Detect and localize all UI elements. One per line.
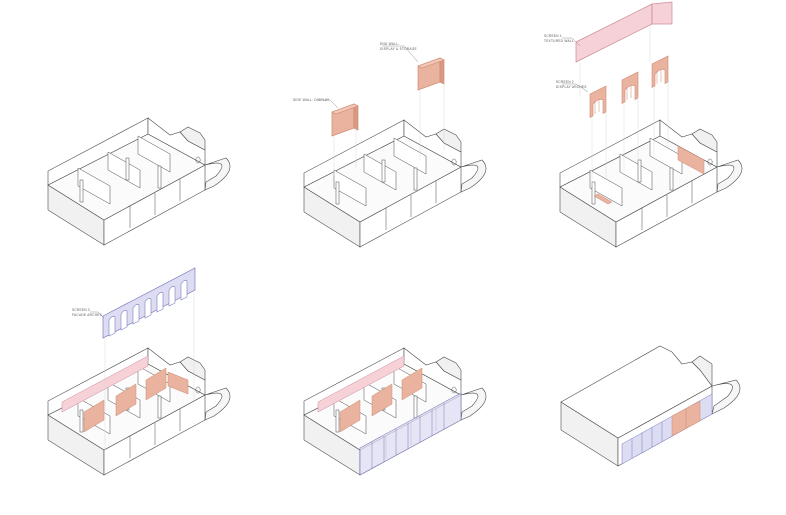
screen-2-label-line1: SCREEN 2 [556, 80, 574, 84]
screen-1-label-line2: TEXTURED WALL [544, 39, 574, 43]
screen-1-textured-wall [575, 1, 673, 63]
screen-3-facade-arches [102, 267, 196, 339]
panel-3-screens: SCREEN 1 TEXTURED WALL SCREEN 2 DISPLAY … [544, 1, 743, 248]
side-wall-label: SIDE WALL: DISPLAY [293, 98, 330, 102]
end-wall-label-line2: DISPLAY & STORAGE [380, 47, 417, 51]
screen-1-label-line1: SCREEN 1 [544, 34, 562, 38]
panel-4-facade-exploded: SCREEN 3 FACADE ARCHES [47, 267, 231, 476]
screen-3-label-line2: FACADE ARCHES [72, 313, 102, 317]
panel-5-facade-installed [303, 347, 487, 476]
end-wall-label-line1: END WALL: [380, 42, 399, 46]
panel-1-base-shell [47, 117, 231, 246]
end-wall-panel [417, 57, 445, 91]
screen-3-label-line1: SCREEN 3 [72, 308, 90, 312]
screen-2-display-arches [589, 55, 669, 118]
panel-6-final-massing [560, 345, 741, 467]
panel-2-walls: SIDE WALL: DISPLAY END WALL: DISPLAY & S… [293, 42, 487, 248]
screen-2-label-line2: DISPLAY ARCHES [556, 85, 587, 89]
side-wall-panel [331, 103, 359, 137]
